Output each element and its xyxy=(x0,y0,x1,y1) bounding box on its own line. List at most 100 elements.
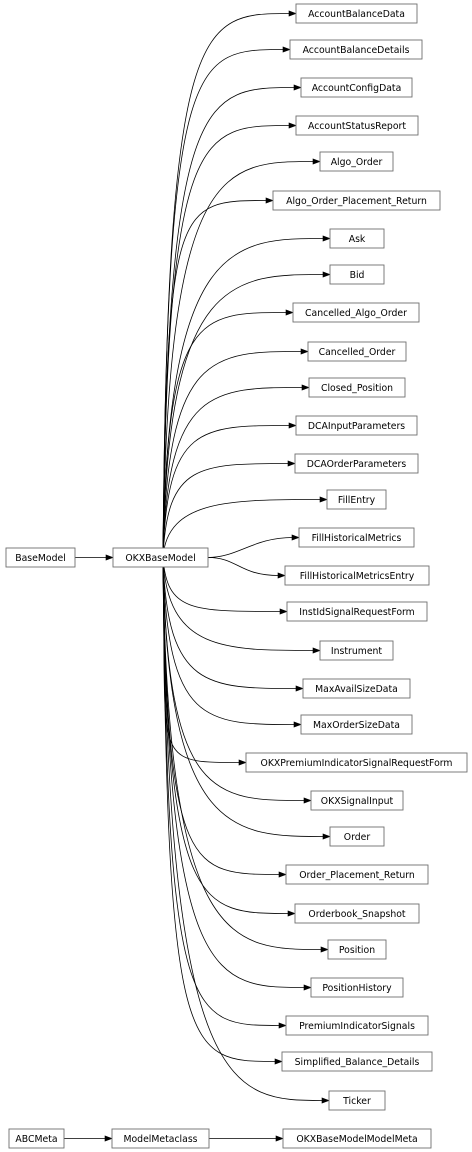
node-box xyxy=(292,302,420,323)
node-maxavailsizedata: MaxAvailSizeData xyxy=(302,678,411,699)
node-label: Bid xyxy=(350,270,365,281)
node-fillentry: FillEntry xyxy=(326,489,387,510)
node-label: OKXSignalInput xyxy=(321,796,394,807)
node-maxordersizedata: MaxOrderSizeData xyxy=(300,714,413,735)
arrowhead-icon xyxy=(104,1135,113,1142)
edge-okxbasemodel-to-fillentry xyxy=(162,496,328,558)
node-label: PositionHistory xyxy=(322,983,392,994)
node-dcainputparameters: DCAInputParameters xyxy=(295,415,418,436)
arrowhead-icon xyxy=(312,647,321,654)
edge-abcmeta-to-modelmetaclass xyxy=(64,1135,113,1142)
node-label: AccountBalanceData xyxy=(308,9,405,20)
node-label: AccountConfigData xyxy=(312,83,402,94)
edges-layer xyxy=(64,10,331,1142)
edge-okxbasemodel-to-positionhistory xyxy=(162,557,312,991)
edge-line xyxy=(162,463,290,558)
arrowhead-icon xyxy=(319,496,328,503)
edge-okxbasemodel-to-algo-order-placement-return xyxy=(162,197,274,558)
node-okxbasemodelmodelmeta: OKXBaseModelModelMeta xyxy=(282,1128,432,1149)
arrowhead-icon xyxy=(288,122,297,129)
node-label: FillEntry xyxy=(338,495,376,506)
arrowhead-icon xyxy=(274,1058,283,1065)
edge-line xyxy=(162,557,306,988)
node-instidsignalrequestform: InstIdSignalRequestForm xyxy=(286,601,428,622)
node-box xyxy=(286,601,428,622)
arrowhead-icon xyxy=(320,946,329,953)
node-label: Position xyxy=(339,945,375,956)
node-premiumindicatorsignals: PremiumIndicatorSignals xyxy=(285,1015,429,1036)
edge-okxbasemodel-to-maxavailsizedata xyxy=(162,557,304,692)
edge-okxbasemodel-to-instrument xyxy=(162,557,321,654)
edge-okxbasemodel-to-maxordersizedata xyxy=(162,557,302,728)
node-ask: Ask xyxy=(329,228,385,249)
edge-line xyxy=(162,200,268,558)
node-box xyxy=(326,489,387,510)
node-box xyxy=(328,1090,386,1111)
edge-line xyxy=(162,161,315,558)
node-closed-position: Closed_Position xyxy=(308,377,406,398)
node-box xyxy=(294,453,419,474)
edge-okxbasemodel-to-order xyxy=(162,557,331,840)
node-simplified-balance-details: Simplified_Balance_Details xyxy=(281,1051,433,1072)
node-ticker: Ticker xyxy=(328,1090,386,1111)
arrowhead-icon xyxy=(312,158,321,165)
node-label: Algo_Order xyxy=(331,157,383,168)
node-box xyxy=(319,640,394,661)
node-accountbalancedata: AccountBalanceData xyxy=(295,3,418,24)
edge-okxbasemodel-to-dcaorderparameters xyxy=(162,460,296,558)
edge-okxbasemodel-to-fillhistoricalmetricsentry xyxy=(207,557,286,579)
node-box xyxy=(245,752,468,773)
edge-line xyxy=(162,387,304,558)
arrowhead-icon xyxy=(295,685,304,692)
edge-line xyxy=(162,557,315,651)
edge-okxbasemodel-to-cancelled-algo-order xyxy=(162,309,294,558)
node-box xyxy=(281,1051,433,1072)
arrowhead-icon xyxy=(285,309,294,316)
node-label: Order xyxy=(344,832,371,843)
node-okxpremiumindicatorsignalrequestform: OKXPremiumIndicatorSignalRequestForm xyxy=(245,752,468,773)
node-cancelled-order: Cancelled_Order xyxy=(307,341,407,362)
node-label: Ask xyxy=(349,234,366,245)
node-label: DCAOrderParameters xyxy=(307,459,407,470)
edge-line xyxy=(162,557,281,1026)
arrowhead-icon xyxy=(278,871,287,878)
node-box xyxy=(111,1128,210,1149)
node-label: BaseModel xyxy=(15,553,66,564)
node-position: Position xyxy=(327,939,387,960)
edge-line xyxy=(162,312,288,558)
node-box xyxy=(285,864,429,885)
node-okxsignalinput: OKXSignalInput xyxy=(310,790,404,811)
node-label: PremiumIndicatorSignals xyxy=(299,1021,415,1032)
edge-line xyxy=(162,557,323,950)
node-box xyxy=(8,1128,65,1149)
edge-line xyxy=(162,125,291,558)
node-box xyxy=(112,547,209,568)
arrowhead-icon xyxy=(288,10,297,17)
edge-modelmetaclass-to-okxbasemodelmodelmeta xyxy=(209,1135,284,1142)
arrowhead-icon xyxy=(303,984,312,991)
edge-okxbasemodel-to-accountbalancedetails xyxy=(162,46,291,558)
node-box xyxy=(295,115,419,136)
edge-line xyxy=(162,557,281,875)
edge-line xyxy=(162,557,296,725)
arrowhead-icon xyxy=(321,1097,330,1104)
arrowhead-icon xyxy=(293,84,302,91)
edge-okxbasemodel-to-ask xyxy=(162,235,331,558)
arrowhead-icon xyxy=(105,554,114,561)
edge-line xyxy=(162,351,303,558)
edge-line xyxy=(207,537,294,558)
node-label: OKXPremiumIndicatorSignalRequestForm xyxy=(261,758,453,769)
edge-line xyxy=(207,557,280,576)
node-box xyxy=(300,77,413,98)
node-order-placement-return: Order_Placement_Return xyxy=(285,864,429,885)
edge-okxbasemodel-to-dcainputparameters xyxy=(162,422,297,558)
node-basemodel: BaseModel xyxy=(5,547,76,568)
node-box xyxy=(5,547,76,568)
arrowhead-icon xyxy=(287,910,296,917)
node-label: ModelMetaclass xyxy=(123,1134,197,1145)
arrowhead-icon xyxy=(238,759,247,766)
node-label: MaxAvailSizeData xyxy=(315,684,398,695)
edge-okxbasemodel-to-cancelled-order xyxy=(162,348,309,558)
edge-okxbasemodel-to-algo-order xyxy=(162,158,321,558)
edge-okxbasemodel-to-accountstatusreport xyxy=(162,122,297,558)
